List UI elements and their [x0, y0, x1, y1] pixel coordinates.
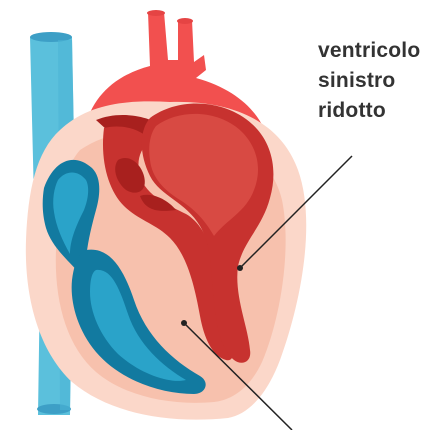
- pointer-dot-left-ventricle: [237, 265, 243, 271]
- annotation-line-3: ridotto: [318, 96, 442, 126]
- annotation-line-1: ventricolo: [318, 36, 442, 66]
- annotation-line-2: sinistro: [318, 66, 442, 96]
- pointer-dot-heart-wall: [181, 320, 187, 326]
- annotation-label: ventricolo sinistro ridotto: [318, 36, 442, 126]
